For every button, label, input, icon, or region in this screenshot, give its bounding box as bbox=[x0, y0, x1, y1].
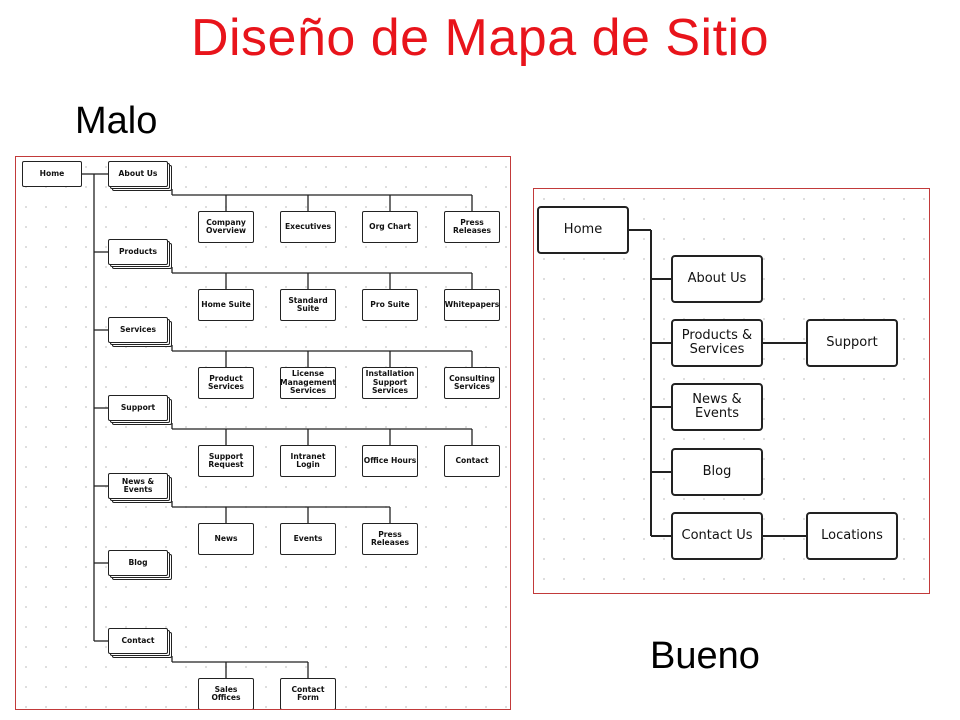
good-node-section-label: News &Events bbox=[692, 391, 742, 421]
bad-node-child: Home Suite bbox=[198, 289, 254, 321]
bad-node-section: Blog bbox=[108, 550, 168, 576]
bad-node-section: Contact bbox=[108, 628, 168, 654]
bad-node-child: Sales Offices bbox=[198, 678, 254, 709]
bad-node-child: Org Chart bbox=[362, 211, 418, 243]
bad-node-child-label: Whitepapers bbox=[444, 299, 500, 309]
bad-node-section-label: Blog bbox=[128, 557, 148, 567]
bad-node-child: Executives bbox=[280, 211, 336, 243]
bad-node-section: Support bbox=[108, 395, 168, 421]
bad-node-child-label: Pro Suite bbox=[370, 299, 410, 309]
bad-node-section: Products bbox=[108, 239, 168, 265]
good-node-section-label: Products &Services bbox=[681, 327, 753, 357]
good-node-child-label: Locations bbox=[821, 527, 883, 543]
good-node-section: Products &Services bbox=[671, 319, 763, 367]
bad-node-child-label: Executives bbox=[285, 221, 331, 231]
good-node-section: News &Events bbox=[671, 383, 763, 431]
bad-node-section-label: About Us bbox=[118, 168, 158, 178]
bad-node-child: Pro Suite bbox=[362, 289, 418, 321]
good-node-home: Home bbox=[537, 206, 629, 254]
good-sitemap-connectors bbox=[629, 229, 806, 537]
bad-node-section-label: Products bbox=[118, 246, 158, 256]
good-node-child: Support bbox=[806, 319, 898, 367]
bad-node-section-label: Services bbox=[119, 324, 157, 334]
bad-node-child-label: News bbox=[214, 533, 238, 543]
bad-node-child: Office Hours bbox=[362, 445, 418, 477]
bad-sitemap-connectors bbox=[82, 173, 473, 678]
bad-node-section-label: Contact bbox=[121, 635, 155, 645]
good-node-section: Blog bbox=[671, 448, 763, 496]
good-node-section-label: Blog bbox=[702, 463, 732, 479]
bad-node-section: News &Events bbox=[108, 473, 168, 499]
bad-node-section-label: Support bbox=[120, 402, 156, 412]
bad-node-child-label: Events bbox=[293, 533, 323, 543]
bad-node-child-label: Home Suite bbox=[201, 299, 251, 309]
bad-node-home-label: Home bbox=[39, 168, 65, 178]
bad-sitemap-label: Malo bbox=[75, 100, 158, 142]
bad-node-section-label: News &Events bbox=[121, 476, 155, 494]
good-node-section-label: Contact Us bbox=[681, 527, 753, 543]
bad-node-child-label: Contact bbox=[455, 455, 489, 465]
bad-node-child: Contact bbox=[444, 445, 500, 477]
bad-node-child: Whitepapers bbox=[444, 289, 500, 321]
bad-node-child-label: Office Hours bbox=[363, 455, 417, 465]
bad-node-child: News bbox=[198, 523, 254, 555]
good-node-section: Contact Us bbox=[671, 512, 763, 560]
bad-node-home: Home bbox=[22, 161, 82, 187]
bad-node-child: Events bbox=[280, 523, 336, 555]
page-title: Diseño de Mapa de Sitio bbox=[190, 9, 770, 67]
bad-node-section: About Us bbox=[108, 161, 168, 187]
good-node-child-label: Support bbox=[826, 334, 878, 350]
good-node-child: Locations bbox=[806, 512, 898, 560]
good-node-section: About Us bbox=[671, 255, 763, 303]
bad-node-child-label: Sales Offices bbox=[211, 684, 241, 702]
good-sitemap-label: Bueno bbox=[650, 635, 760, 677]
good-node-section-label: About Us bbox=[687, 270, 747, 286]
good-node-home-label: Home bbox=[563, 221, 603, 237]
bad-node-section: Services bbox=[108, 317, 168, 343]
bad-node-child-label: Org Chart bbox=[369, 221, 411, 231]
